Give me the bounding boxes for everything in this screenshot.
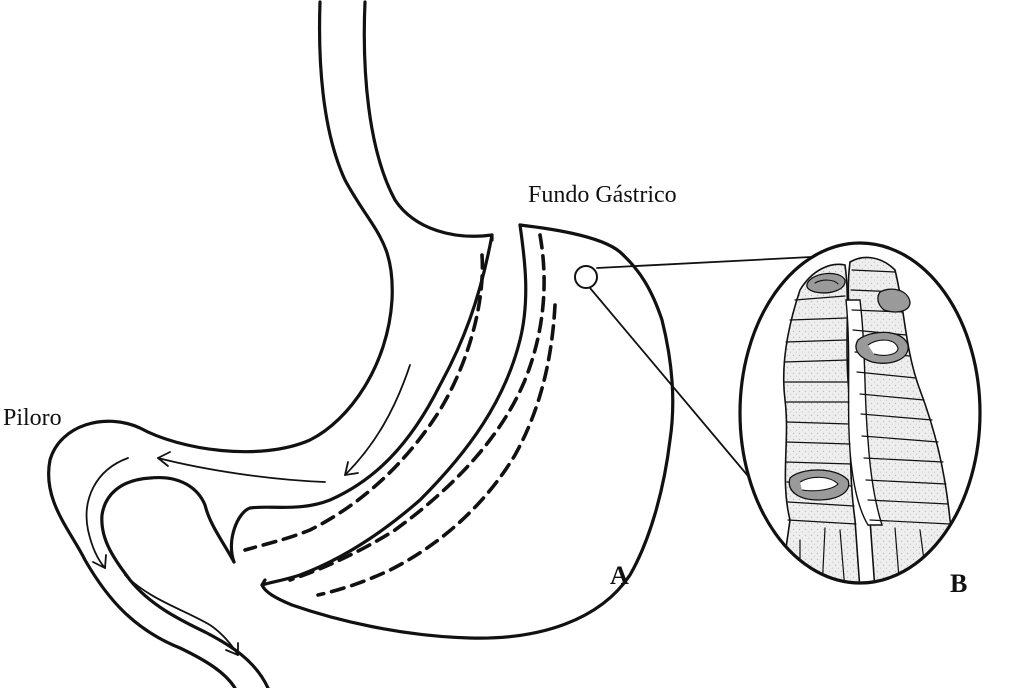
pyloric-canal-inner: [102, 478, 268, 688]
mucosa-dashed-lines: [245, 235, 555, 595]
label-panel-a: A: [610, 561, 629, 590]
stomach-outline: [49, 2, 673, 688]
arrow-curve-4: [125, 575, 238, 655]
sample-circle: [575, 266, 597, 288]
label-panel-b: B: [950, 569, 967, 598]
lesser-curvature-wall: [49, 2, 393, 688]
arrow-curve-1: [345, 365, 410, 475]
label-pylorus: Piloro: [3, 405, 62, 431]
dashed-line-lower: [318, 305, 555, 595]
label-fundus: Fundo Gástrico: [528, 182, 677, 208]
arrow-curve-3: [87, 458, 128, 568]
dashed-line-middle: [290, 235, 544, 580]
arrow-curve-2: [158, 458, 325, 482]
magnified-glands: [740, 243, 980, 590]
